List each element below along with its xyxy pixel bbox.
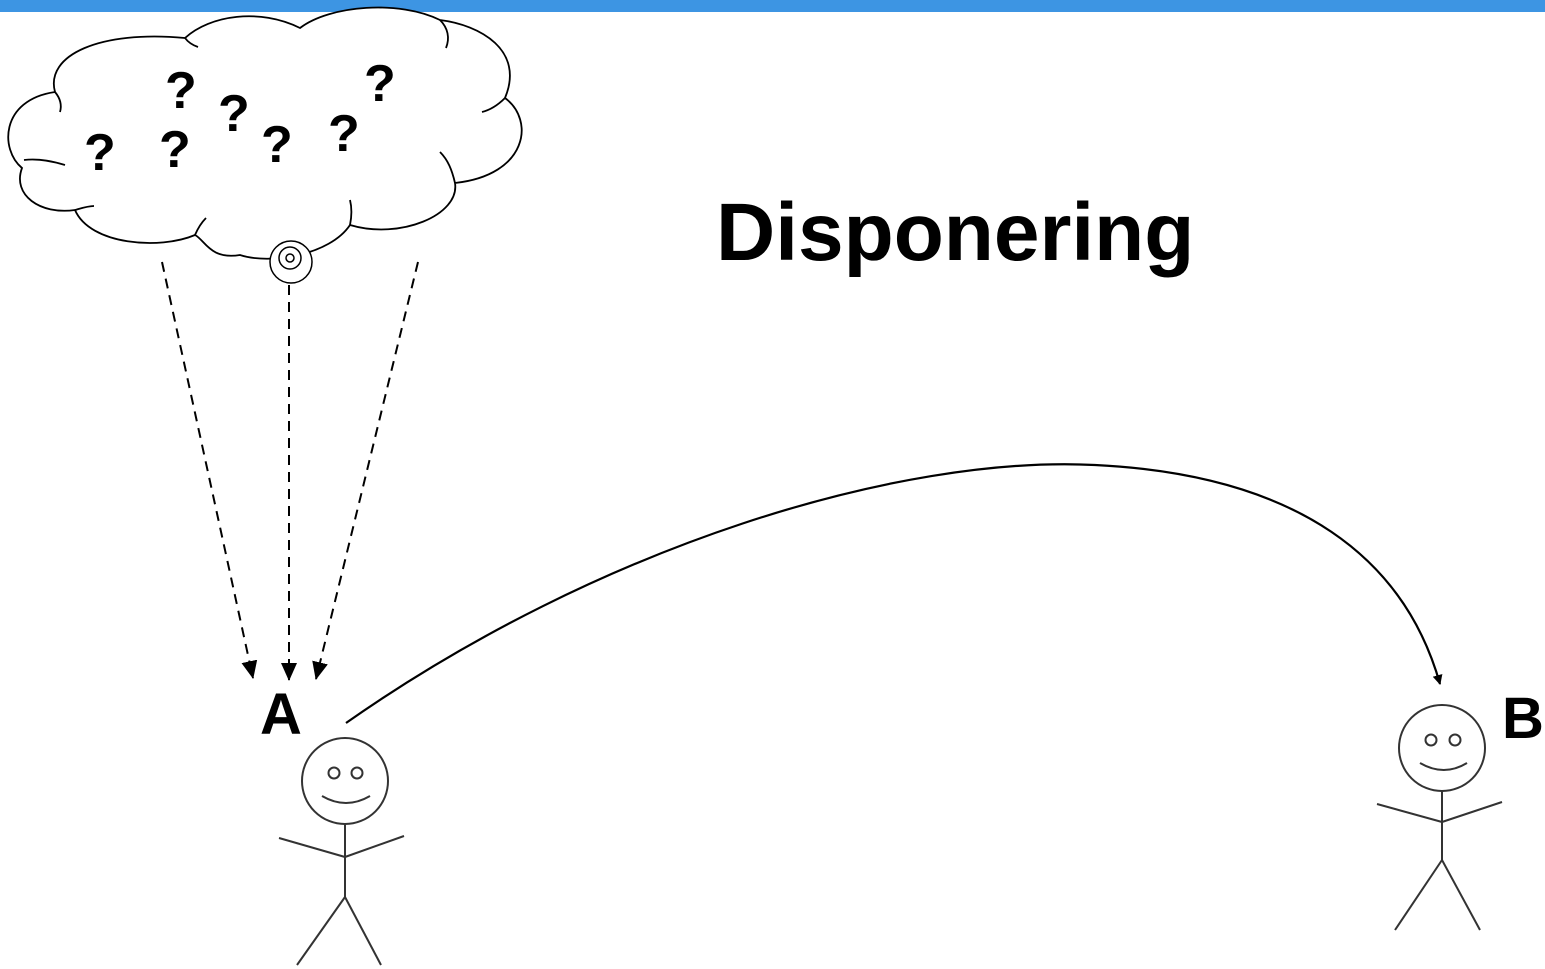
cloud-to-a-arrows	[161, 261, 419, 681]
question-mark: ?	[261, 116, 293, 174]
stick-figure-icon	[278, 737, 405, 966]
question-mark: ?	[165, 62, 197, 120]
stick-figure-icon	[1376, 704, 1503, 931]
dashed-arrow-right	[312, 261, 419, 680]
arrow-icon	[345, 463, 1443, 724]
thought-cloud-icon: ? ? ? ? ? ? ?	[7, 6, 523, 284]
person-b-label: B	[1502, 686, 1544, 751]
dashed-arrow-left	[161, 261, 258, 679]
question-mark: ?	[84, 124, 116, 182]
thought-cloud-outline	[7, 6, 523, 260]
question-mark: ?	[218, 85, 250, 143]
cloud-origin-target-icon	[269, 240, 313, 284]
question-mark: ?	[328, 105, 360, 163]
diagram-title: Disponering	[716, 187, 1195, 278]
person-a-label: A	[260, 682, 302, 747]
question-mark: ?	[364, 55, 396, 113]
question-mark: ?	[159, 121, 191, 179]
